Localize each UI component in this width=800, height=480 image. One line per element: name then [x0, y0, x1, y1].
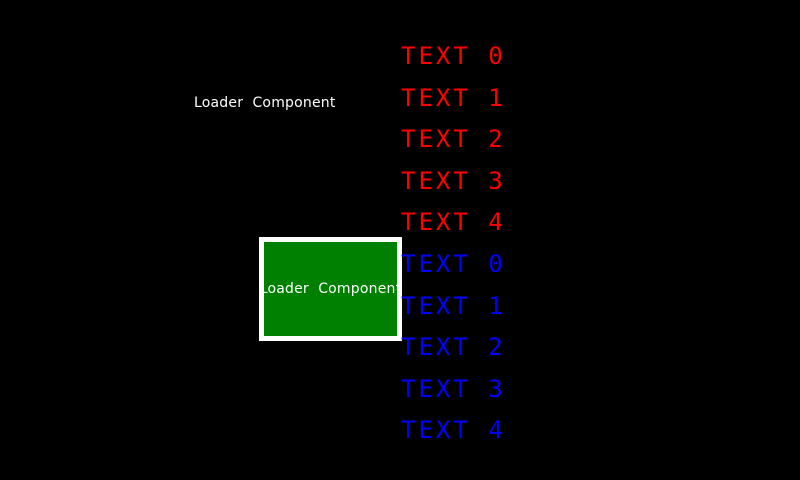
text-list: TEXT 0 TEXT 1 TEXT 2 TEXT 3 TEXT 4 TEXT 0 TEXT… — [401, 36, 506, 452]
text-list-item[interactable]: TEXT 4 — [401, 416, 506, 445]
text-list-item[interactable]: TEXT 2 — [401, 125, 506, 154]
text-list-item[interactable]: TEXT 0 — [401, 249, 506, 278]
text-list-item[interactable]: TEXT 1 — [401, 291, 506, 320]
loader-component-label: Loader Component — [194, 95, 336, 111]
text-list-item[interactable]: TEXT 4 — [401, 208, 506, 237]
text-list-item[interactable]: TEXT 0 — [401, 42, 506, 70]
text-list-item[interactable]: TEXT 2 — [401, 333, 506, 362]
loader-component-box[interactable]: Loader Component — [259, 237, 402, 341]
text-list-item[interactable]: TEXT 3 — [401, 166, 506, 195]
loader-box-label: Loader Component — [259, 281, 402, 297]
text-list-item[interactable]: TEXT 1 — [401, 83, 506, 112]
text-list-item[interactable]: TEXT 3 — [401, 374, 506, 403]
